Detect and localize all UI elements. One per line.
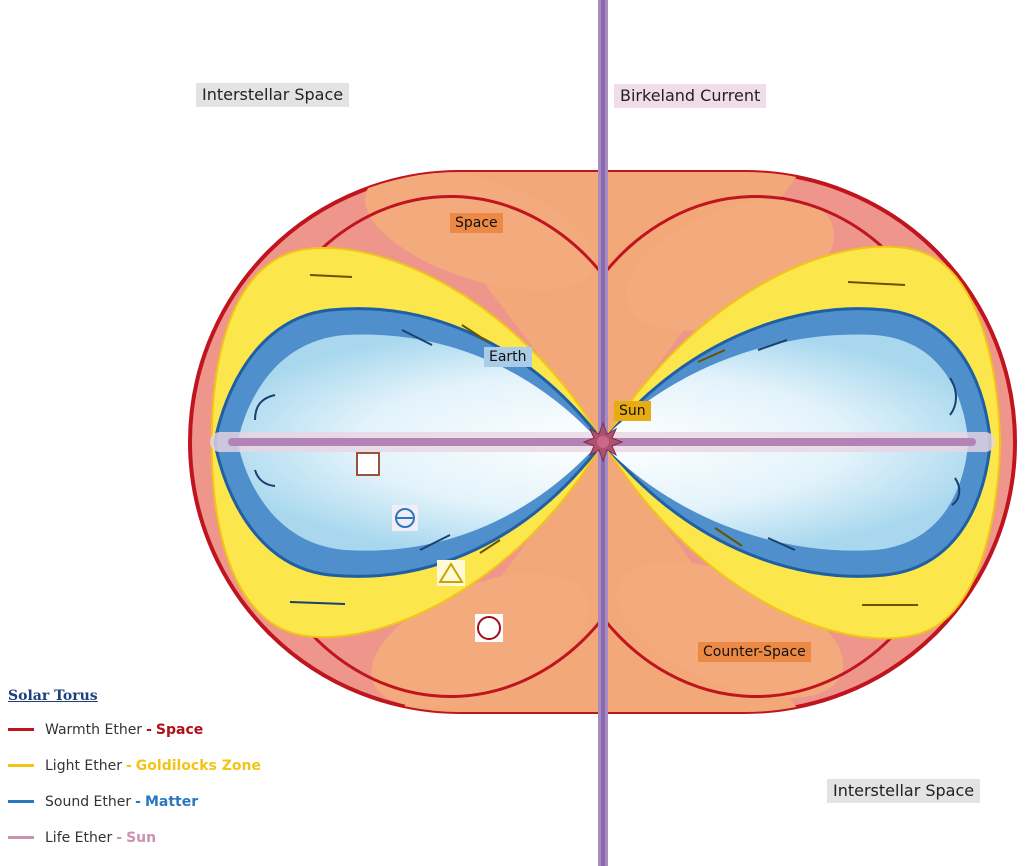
legend: Solar Torus Warmth Ether - Space Light E… <box>8 688 308 866</box>
flow-arc-left-top <box>254 394 276 421</box>
legend-tag: Sun <box>126 829 157 846</box>
legend-item-warmth: Warmth Ether - Space <box>8 721 308 738</box>
legend-item-life: Life Ether - Sun <box>8 829 308 846</box>
legend-separator: - <box>146 721 152 738</box>
legend-tag: Space <box>155 721 204 738</box>
legend-separator: - <box>135 793 141 810</box>
sun-label: Sun <box>614 401 651 421</box>
legend-swatch-warmth <box>8 728 34 731</box>
legend-tag: Matter <box>144 793 199 810</box>
birkeland-current-label: Birkeland Current <box>614 84 767 108</box>
circle-symbol-icon <box>475 614 503 642</box>
legend-name: Sound Ether <box>45 793 132 810</box>
legend-tag: Goldilocks Zone <box>135 757 261 774</box>
square-symbol-icon <box>356 452 380 476</box>
legend-swatch-light <box>8 764 34 767</box>
legend-swatch-sound <box>8 800 34 803</box>
legend-name: Light Ether <box>45 757 122 774</box>
legend-name: Life Ether <box>45 829 113 846</box>
legend-item-light: Light Ether - Goldilocks Zone <box>8 757 308 774</box>
counter-space-label: Counter-Space <box>698 642 811 662</box>
legend-separator: - <box>125 757 132 774</box>
interstellar-space-label-top: Interstellar Space <box>196 83 350 107</box>
flow-arc-right-top <box>949 377 957 416</box>
sun-star-icon <box>582 421 624 463</box>
space-patch-right-bottom <box>616 562 844 698</box>
legend-separator: - <box>116 829 123 846</box>
legend-name: Warmth Ether <box>45 721 143 738</box>
flow-arrows <box>289 274 918 606</box>
semicircle-symbol-icon <box>392 505 418 531</box>
earth-label: Earth <box>484 347 532 367</box>
legend-swatch-life <box>8 836 34 839</box>
flow-arc-right-bottom <box>951 477 961 506</box>
interstellar-space-label-bottom: Interstellar Space <box>827 779 981 803</box>
triangle-symbol-icon <box>437 560 465 586</box>
space-label: Space <box>450 213 503 233</box>
flow-arc-left-bottom <box>254 469 276 487</box>
legend-title: Solar Torus <box>8 688 98 704</box>
legend-item-sound: Sound Ether - Matter <box>8 793 308 810</box>
